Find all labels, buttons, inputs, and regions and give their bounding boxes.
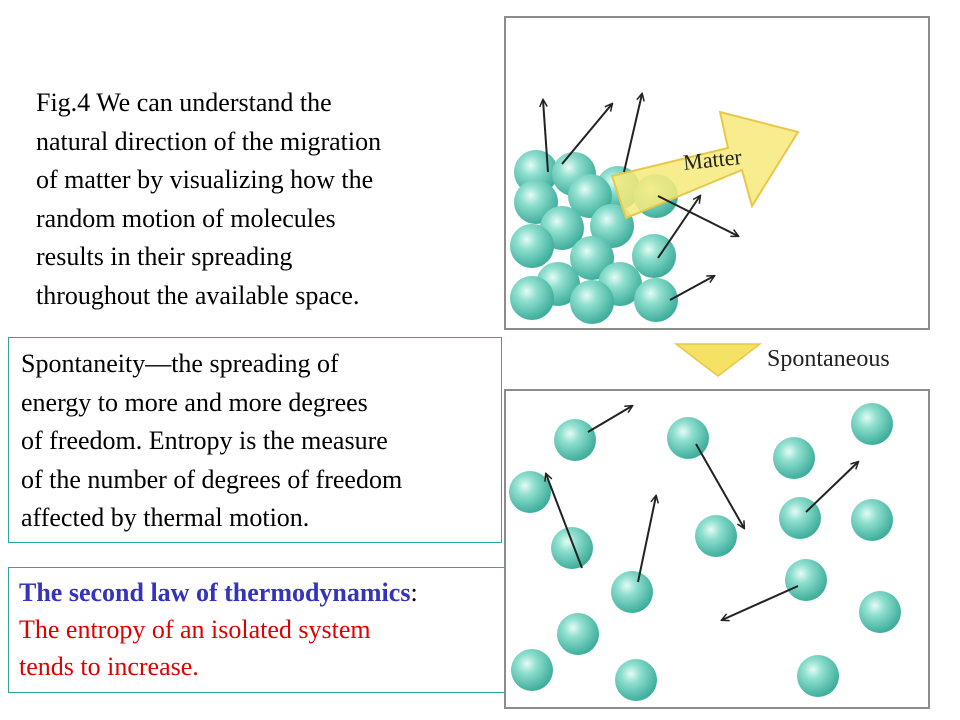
second-law-colon: : (410, 578, 418, 607)
molecule (570, 280, 614, 324)
molecule (570, 236, 614, 280)
caption-line: of matter by visualizing how the (36, 165, 374, 194)
caption-line: natural direction of the migration (36, 126, 382, 156)
motion-arrow (805, 462, 858, 513)
caption-line: throughout the available space. (36, 280, 360, 310)
bottom-motion-arrows (546, 406, 858, 620)
motion-arrow (657, 195, 738, 236)
spontaneous-arrow-icon (673, 343, 763, 377)
motion-arrow (637, 496, 656, 583)
molecule (667, 417, 709, 459)
second-law-line: The entropy of an isolated system (19, 615, 371, 644)
molecule (797, 655, 839, 697)
molecule (785, 559, 827, 601)
matter-arrow-shape (610, 110, 800, 220)
motion-arrow (543, 100, 549, 173)
molecule (557, 613, 599, 655)
second-law-line: tends to increase. (19, 652, 199, 681)
molecule (851, 499, 893, 541)
spontaneity-box: Spontaneity—the spreading of energy to m… (8, 337, 502, 543)
spontaneous-indicator: Spontaneous (673, 343, 890, 377)
motion-arrow (546, 474, 583, 569)
molecule (511, 649, 553, 691)
spontaneity-line: energy to more and more degrees (21, 387, 368, 417)
motion-arrow (695, 443, 744, 528)
molecule (851, 403, 893, 445)
molecule (510, 276, 554, 320)
molecule (634, 278, 678, 322)
second-law-box: The second law of thermodynamics: The en… (8, 567, 516, 693)
caption-line: Fig.4 We can understand the (36, 88, 332, 117)
top-motion-arrows (543, 94, 738, 301)
motion-arrow (657, 196, 700, 259)
bottom-molecules (509, 403, 901, 701)
motion-arrow (587, 406, 632, 433)
molecule (615, 659, 657, 701)
molecule (551, 527, 593, 569)
caption-line: results in their spreading (36, 242, 293, 271)
spontaneous-label: Spontaneous (767, 346, 890, 372)
molecule (554, 419, 596, 461)
molecule (773, 437, 815, 479)
molecule (509, 471, 551, 513)
motion-arrow (561, 104, 612, 165)
motion-arrow (623, 94, 642, 173)
spontaneity-line: Spontaneity—the spreading of (21, 349, 339, 378)
second-law-heading-line: The second law of thermodynamics: (19, 574, 515, 611)
molecule (611, 571, 653, 613)
molecule (695, 515, 737, 557)
molecule (590, 204, 634, 248)
matter-label: Matter (682, 144, 744, 175)
molecule (632, 234, 676, 278)
molecule (859, 591, 901, 633)
matter-arrow: Matter (610, 110, 800, 220)
figure-caption: Fig.4 We can understand the natural dire… (36, 84, 476, 315)
spontaneity-line: affected by thermal motion. (21, 503, 310, 532)
second-law-heading: The second law of thermodynamics (19, 578, 411, 607)
caption-line: random motion of molecules (36, 203, 336, 233)
motion-arrow (669, 276, 714, 301)
spontaneity-line: of the number of degrees of freedom (21, 464, 403, 494)
molecule (510, 224, 554, 268)
spontaneity-line: of freedom. Entropy is the measure (21, 426, 388, 455)
motion-arrow (722, 585, 799, 620)
